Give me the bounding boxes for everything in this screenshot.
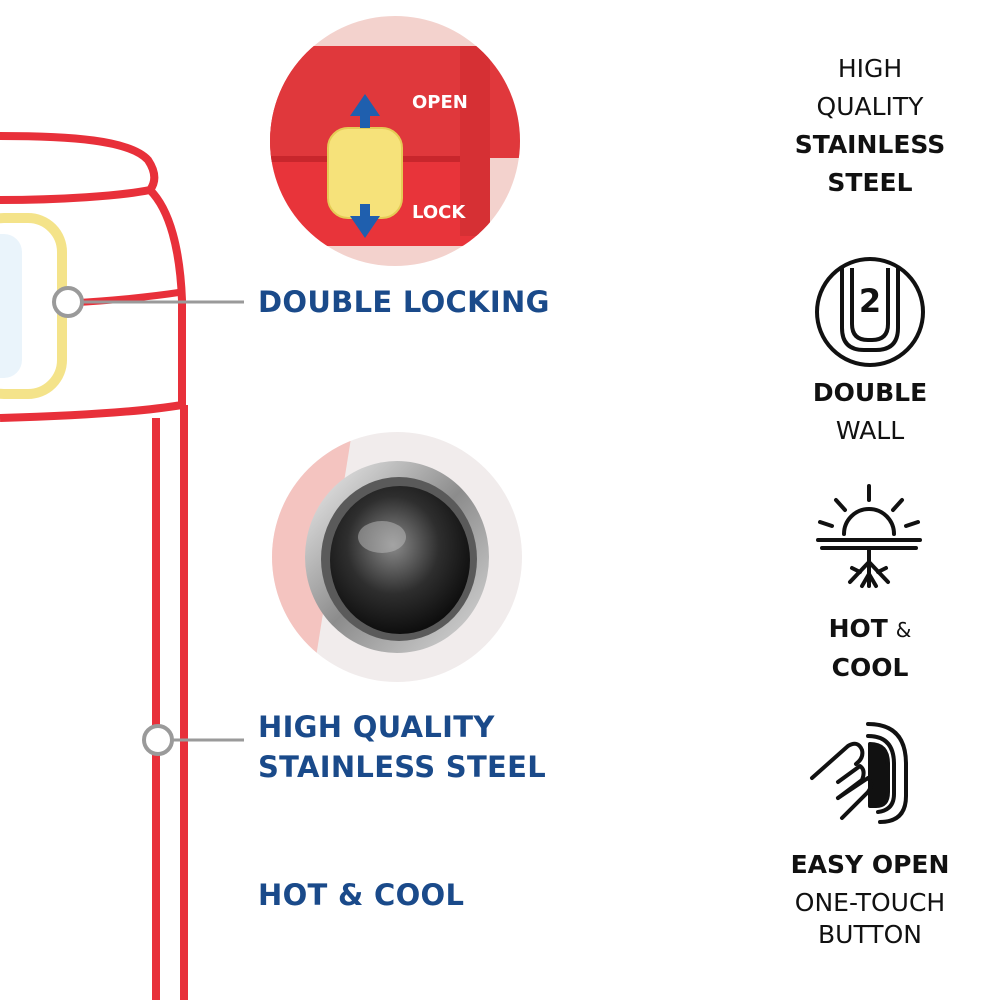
icon-stainless-line4: STEEL	[827, 168, 913, 197]
lock-detail-photo: OPEN LOCK	[270, 16, 520, 266]
steel-detail-photo	[272, 432, 522, 682]
icon-double-wall-line2: WALL	[835, 416, 905, 445]
icon-stainless-text: HIGH QUALITY STAINLESS STEEL	[770, 50, 970, 202]
icon-easy-open-line2: ONE-TOUCH	[794, 888, 946, 917]
feature-stainless-line2: STAINLESS STEEL	[258, 750, 547, 784]
icon-easy-open-text: EASY OPEN ONE-TOUCH BUTTON	[770, 846, 970, 954]
feature-hot-cool: HOT & COOL	[258, 878, 465, 912]
icon-hot-cool-amp: &	[895, 618, 912, 642]
icon-stainless-line2: QUALITY	[816, 92, 924, 121]
callout-dot-steel	[142, 724, 174, 756]
icon-stainless-line1: HIGH	[837, 54, 903, 83]
double-wall-icon: 2	[812, 254, 928, 370]
icon-hot-cool-text: HOT & COOL	[770, 610, 970, 687]
one-touch-button-icon	[808, 718, 928, 838]
bottle-illustration	[0, 132, 244, 1000]
double-wall-number: 2	[858, 282, 882, 320]
lock-open-label: OPEN	[412, 92, 468, 113]
icon-double-wall-text: DOUBLE WALL	[770, 374, 970, 450]
icon-cool-word: COOL	[831, 653, 909, 682]
icon-stainless-line3: STAINLESS	[794, 130, 946, 159]
icon-double-wall-line1: DOUBLE	[812, 378, 928, 407]
callout-dot-lock	[52, 286, 84, 318]
lock-lock-label: LOCK	[412, 202, 466, 223]
bottle-lid-top	[0, 132, 159, 204]
icon-easy-open-line1: EASY OPEN	[790, 850, 950, 879]
feature-stainless-line1: HIGH QUALITY	[258, 710, 495, 744]
feature-double-locking: DOUBLE LOCKING	[258, 285, 550, 319]
sun-snowflake-icon	[814, 482, 924, 592]
icon-easy-open-line3: BUTTON	[818, 920, 922, 949]
icon-hot-word: HOT	[828, 614, 888, 643]
